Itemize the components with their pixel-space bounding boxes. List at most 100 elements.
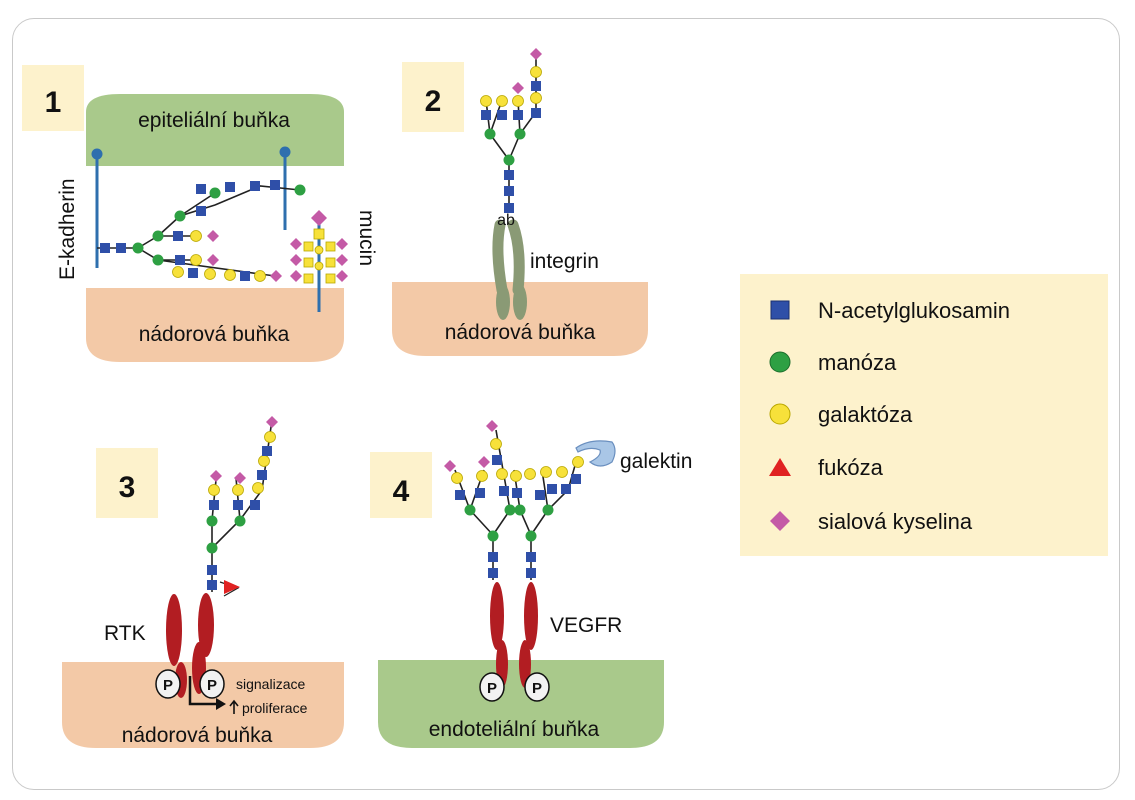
phospho-left-label: P (163, 677, 173, 694)
panel-4-glycan-right (510, 456, 584, 580)
legend-item-mannose: manóza (818, 350, 897, 375)
rtk-domain (198, 593, 214, 657)
vegfr-domain (519, 640, 531, 688)
phospho-left (155, 669, 181, 699)
signal-arrow (188, 676, 218, 706)
legend-fucose-icon (769, 458, 791, 476)
glcnac-icon (270, 180, 280, 190)
legend-item-fucose: fukóza (818, 455, 884, 480)
glcnac-icon (196, 206, 206, 216)
galectin-icon (575, 440, 616, 467)
mannose-icon (132, 242, 144, 254)
tumor-cell-3-label: nádorová buňka (122, 724, 273, 747)
phospho-right (199, 669, 225, 699)
panel-2: 2 nádorová buňka ab integrin (392, 48, 648, 356)
galactose-icon (254, 270, 266, 282)
epithelial-cell-label: epiteliální buňka (138, 109, 290, 132)
phospho-left-4 (479, 672, 505, 702)
mannose-icon (294, 184, 306, 196)
mannose-icon (152, 254, 164, 266)
proliferation-label: proliferace (242, 700, 308, 716)
glcnac-icon (188, 268, 198, 278)
galectin-label: galektin (620, 450, 692, 473)
glcnac-icon (196, 184, 206, 194)
panel-3: 3 nádorová buňka RTK P P signalizace pro… (62, 416, 344, 748)
legend-item-sialic: sialová kyselina (818, 509, 973, 534)
panel-3-number: 3 (119, 471, 136, 504)
panel-1-number-box (22, 65, 84, 131)
glcnac-icon (175, 255, 185, 265)
mucin-label: mucin (355, 210, 378, 266)
galnac-icon (313, 228, 325, 240)
glcnac-icon (116, 243, 126, 253)
epithelial-cell (86, 94, 344, 166)
panel-1-glycan (97, 180, 306, 282)
endothelial-cell (378, 660, 664, 748)
panel-4: 4 endoteliální buňka VEGFR P P (370, 420, 692, 748)
legend-mannose-icon (769, 351, 791, 373)
galactose-icon (190, 230, 202, 242)
glcnac-icon (225, 182, 235, 192)
galactose-icon (224, 269, 236, 281)
ab-label: ab (497, 212, 515, 229)
panel-3-glycan (206, 416, 278, 597)
panel-1-number: 1 (45, 86, 62, 119)
panel-2-number-box (402, 62, 464, 132)
fucose-icon (224, 580, 240, 594)
signal-arrowhead (216, 698, 226, 710)
glcnac-icon (240, 271, 250, 281)
up-arrow-icon (229, 699, 239, 714)
cadherin-head-right (279, 146, 291, 158)
legend-box (740, 274, 1108, 556)
sialic-acid-icon (207, 230, 219, 242)
endothelial-cell-label: endoteliální buňka (429, 718, 600, 741)
vegfr-domain (490, 582, 504, 650)
legend-item-glcnac: N-acetylglukosamin (818, 298, 1010, 323)
rtk-label: RTK (104, 622, 146, 645)
glcnac-icon (100, 243, 110, 253)
panel-4-number: 4 (393, 475, 410, 508)
panel-2-number: 2 (425, 85, 442, 118)
legend-item-galactose: galaktóza (818, 402, 913, 427)
tumor-cell-1-label: nádorová buňka (139, 323, 290, 346)
mucin (290, 210, 348, 312)
legend-galactose-icon (769, 403, 791, 425)
tumor-cell-2-label: nádorová buňka (445, 321, 596, 344)
integrin-beta (507, 219, 525, 296)
signalization-label: signalizace (236, 676, 305, 692)
tumor-cell-1 (86, 288, 344, 362)
phospho-right-label: P (207, 677, 217, 694)
mannose-icon (209, 187, 221, 199)
e-cadherin-label: E-kadherin (56, 178, 79, 280)
integrin-foot-left (496, 284, 510, 320)
cadherin-head-left (91, 148, 103, 160)
panel-4-number-box (370, 452, 432, 518)
vegfr-domain (524, 582, 538, 650)
rtk-domain (166, 594, 182, 666)
integrin-alpha (492, 219, 508, 296)
panel-4-glycan-left (444, 420, 516, 580)
panel-1: 1 epiteliální buňka nádorová buňka E-kad… (22, 65, 378, 362)
phospho-right-4 (524, 672, 550, 702)
legend: N-acetylglukosamin manóza galaktóza fukó… (740, 274, 1108, 556)
glcnac-icon (173, 231, 183, 241)
panel-3-number-box (96, 448, 158, 518)
panel-2-glycan (480, 48, 542, 213)
legend-sialic-icon (770, 511, 790, 531)
galactose-icon (172, 266, 184, 278)
phospho-right-4-label: P (532, 680, 542, 697)
mannose-icon (152, 230, 164, 242)
phospho-left-4-label: P (487, 680, 497, 697)
integrin-foot-right (513, 284, 527, 320)
sialic-acid-icon (311, 210, 327, 226)
galactose-icon (190, 254, 202, 266)
legend-glcnac-icon (770, 300, 790, 320)
vegfr-label: VEGFR (550, 614, 622, 637)
mannose-icon (174, 210, 186, 222)
sialic-acid-icon (207, 254, 219, 266)
galactose-icon (204, 268, 216, 280)
sialic-acid-icon (270, 270, 282, 282)
integrin-label: integrin (530, 250, 599, 273)
glcnac-icon (250, 181, 260, 191)
